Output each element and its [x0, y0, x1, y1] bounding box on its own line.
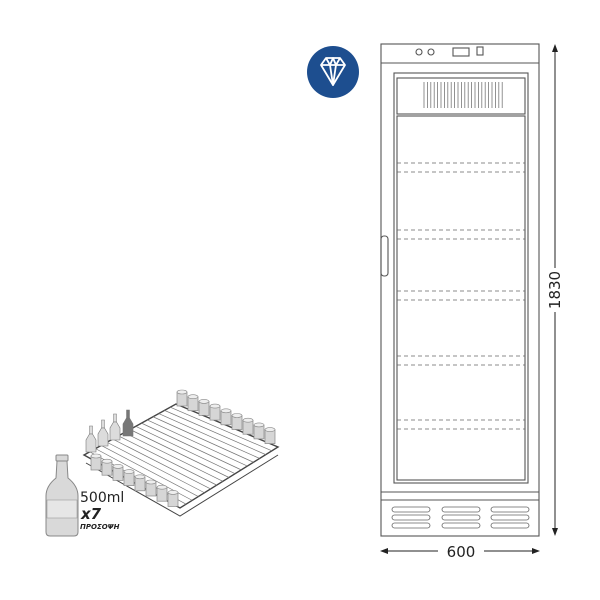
can [123, 469, 135, 486]
shelves [397, 162, 525, 430]
shelf-wire [164, 410, 266, 455]
grille-slot [441, 522, 481, 529]
shelf-wire [158, 413, 260, 459]
small-bottle [109, 413, 121, 441]
can [242, 417, 254, 435]
shelf-wire [129, 429, 230, 478]
diamond-icon [320, 57, 346, 86]
can [167, 490, 179, 507]
can [134, 474, 146, 492]
cabinet-outline [380, 43, 540, 537]
bottle-volume-label: 500ml [80, 490, 124, 506]
grille-slot [441, 506, 481, 513]
shelf-wire [152, 416, 254, 463]
control-knob [427, 48, 435, 56]
can [112, 464, 124, 481]
wire-shelf-illustration [82, 389, 280, 517]
door-handle [380, 235, 389, 277]
shelf-wire [170, 406, 273, 452]
shelf-wire [106, 441, 205, 494]
bottle-count-label: x7 [80, 505, 102, 523]
small-bottle [122, 409, 134, 437]
position-label: ΠΡΟΣΟΨΗ [80, 523, 120, 531]
can [176, 389, 188, 407]
switch [476, 46, 484, 56]
can [231, 413, 243, 430]
grille-slot [441, 514, 481, 521]
refrigerator [380, 43, 540, 537]
shelf-wire [101, 445, 199, 497]
can [156, 484, 168, 502]
bottle-icon [45, 454, 79, 537]
small-bottle [85, 425, 97, 453]
can [187, 394, 199, 412]
can [145, 479, 157, 497]
small-bottle [97, 419, 109, 447]
shelf-wire [112, 438, 211, 490]
glass-door [393, 72, 529, 484]
can [198, 399, 210, 416]
display-panel [452, 47, 470, 57]
can [264, 427, 276, 444]
fan-housing [396, 77, 526, 115]
shelf-wire [124, 432, 224, 482]
grille-slot [490, 522, 530, 529]
bottom-grille [391, 506, 530, 529]
width-dimension [380, 548, 540, 554]
shelf-wire [135, 425, 236, 475]
can [253, 422, 265, 440]
can [220, 408, 232, 426]
quality-badge [307, 46, 359, 98]
grille-slot [391, 514, 431, 521]
grille-slot [391, 506, 431, 513]
grille-slot [490, 506, 530, 513]
top-vent [423, 82, 503, 108]
grille-slot [490, 514, 530, 521]
can [101, 458, 113, 476]
shelf-wire [147, 419, 248, 467]
control-knob [415, 48, 423, 56]
shelf-wire [141, 422, 242, 471]
grille-slot [391, 522, 431, 529]
height-dimension [552, 44, 558, 536]
height-label: 1830 [546, 271, 564, 309]
can [209, 403, 221, 421]
width-label: 600 [447, 543, 476, 561]
shelf-wire [118, 435, 217, 486]
can [90, 453, 102, 471]
